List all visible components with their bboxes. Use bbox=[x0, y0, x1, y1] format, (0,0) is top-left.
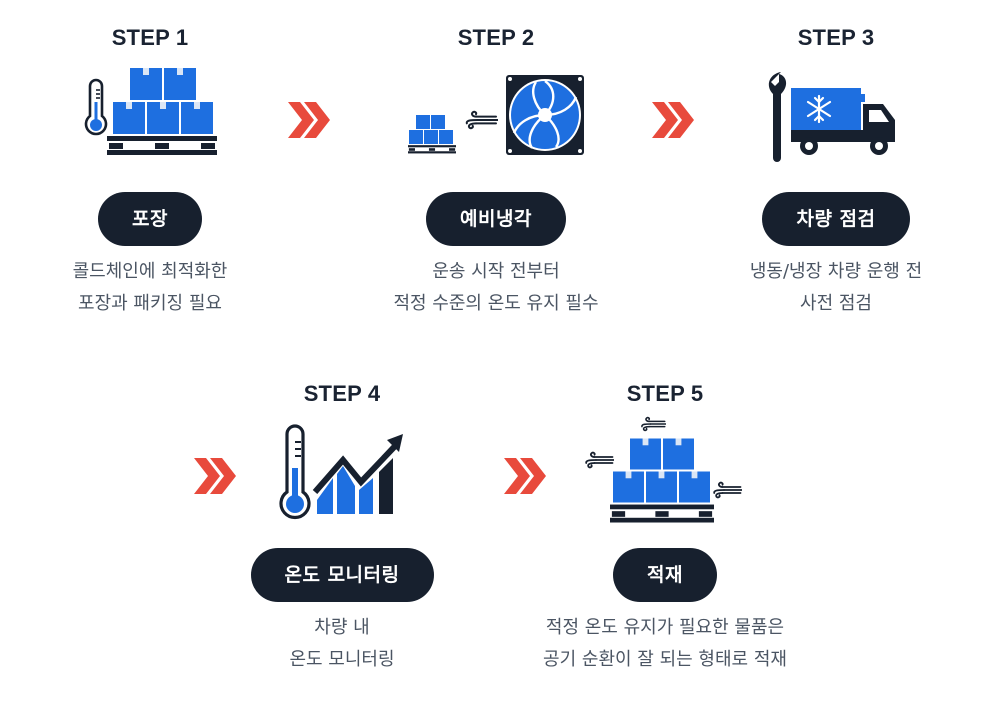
small-boxes-icon bbox=[408, 115, 456, 154]
truck-icon bbox=[791, 88, 895, 155]
step-label-pill: 적재 bbox=[613, 548, 717, 602]
step-4: STEP 4 온도 모니터링 차량 내 온도 모니터링 bbox=[212, 380, 472, 676]
fan-icon bbox=[506, 75, 584, 155]
step-2: STEP 2 bbox=[366, 24, 626, 320]
snowflake-icon bbox=[806, 94, 832, 124]
step-title: STEP 4 bbox=[303, 381, 381, 406]
desc-line: 냉동/냉장 차량 운행 전 bbox=[749, 261, 923, 282]
step-description: 운송 시작 전부터 적정 수준의 온도 유지 필수 bbox=[366, 256, 626, 320]
step-3: STEP 3 차량 점검 냉동/냉장 차량 bbox=[706, 24, 966, 320]
desc-line: 적정 온도 유지가 필요한 물품은 bbox=[545, 617, 785, 638]
thermometer-icon bbox=[84, 78, 108, 136]
boxes-wind-fan-icon bbox=[366, 58, 626, 178]
step-label-pill: 차량 점검 bbox=[762, 192, 910, 246]
chart-bars-icon bbox=[317, 458, 393, 514]
thermometer-icon bbox=[279, 424, 311, 520]
step-label-pill: 포장 bbox=[98, 192, 202, 246]
step-description: 차량 내 온도 모니터링 bbox=[212, 612, 472, 676]
step-label-pill: 온도 모니터링 bbox=[250, 548, 434, 602]
wind-icon bbox=[713, 481, 742, 499]
pallet-boxes-airflow-icon bbox=[535, 414, 795, 534]
step-5: STEP 5 적재 적정 온도 유지가 필요한 물품은 공기 순환이 잘 되는 … bbox=[535, 380, 795, 676]
double-chevron-right-icon bbox=[284, 100, 332, 140]
step-1: STEP 1 포장 콜드체인에 최적화한 포장과 패키징 필요 bbox=[20, 24, 280, 320]
step-title: STEP 5 bbox=[626, 381, 704, 406]
step-description: 적정 온도 유지가 필요한 물품은 공기 순환이 잘 되는 형태로 적재 bbox=[535, 612, 795, 676]
step-description: 콜드체인에 최적화한 포장과 패키징 필요 bbox=[20, 256, 280, 320]
step-label-pill: 예비냉각 bbox=[426, 192, 566, 246]
desc-line: 사전 점검 bbox=[800, 293, 872, 314]
thermometer-chart-icon bbox=[212, 414, 472, 534]
step-description: 냉동/냉장 차량 운행 전 사전 점검 bbox=[706, 256, 966, 320]
step-title: STEP 2 bbox=[457, 25, 535, 50]
desc-line: 온도 모니터링 bbox=[289, 649, 395, 670]
desc-line: 운송 시작 전부터 bbox=[432, 261, 560, 282]
step-title: STEP 1 bbox=[111, 25, 189, 50]
pallet-boxes-thermometer-icon bbox=[20, 58, 280, 178]
wind-icon bbox=[641, 416, 666, 432]
desc-line: 차량 내 bbox=[314, 617, 370, 638]
wrench-icon bbox=[768, 72, 787, 162]
wrench-refrigerated-truck-icon bbox=[706, 58, 966, 178]
desc-line: 적정 수준의 온도 유지 필수 bbox=[393, 293, 599, 314]
desc-line: 공기 순환이 잘 되는 형태로 적재 bbox=[543, 649, 787, 670]
wind-icon bbox=[465, 110, 498, 130]
desc-line: 콜드체인에 최적화한 bbox=[72, 261, 228, 282]
double-chevron-right-icon bbox=[648, 100, 696, 140]
step-title: STEP 3 bbox=[797, 25, 875, 50]
wind-icon bbox=[585, 451, 614, 469]
desc-line: 포장과 패키징 필요 bbox=[78, 293, 222, 314]
